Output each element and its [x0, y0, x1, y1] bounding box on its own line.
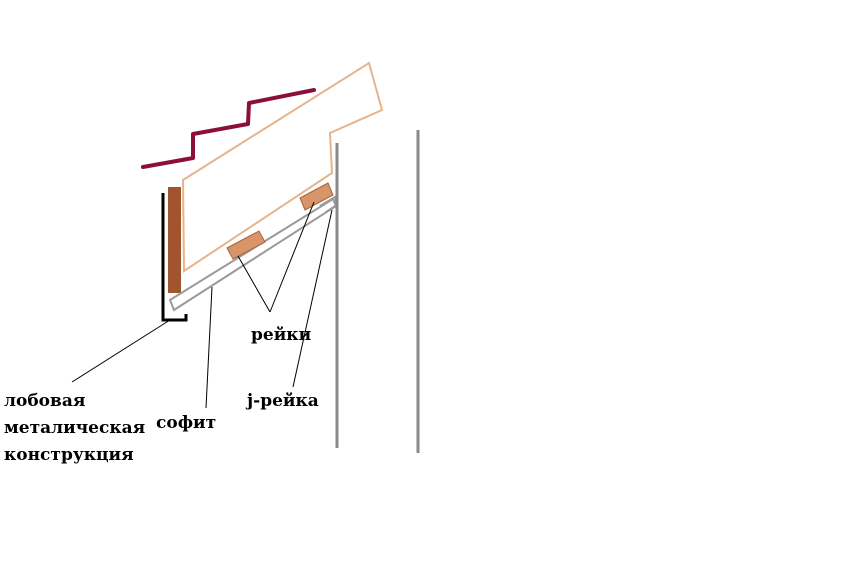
leader-reiki-lower [237, 255, 271, 313]
batten-lower [226, 230, 266, 260]
soffit-panel [168, 197, 338, 312]
batten-upper [299, 182, 334, 211]
front-metal-profile [161, 193, 188, 322]
rafter-outline [181, 61, 384, 273]
fascia-board [168, 187, 181, 293]
leader-reiki-upper [269, 201, 315, 313]
leader-front-metal [71, 319, 171, 383]
label-front-metal-line2: металическая [4, 418, 145, 438]
label-front-metal-line3: конструкция [4, 445, 134, 465]
leader-j-rail [292, 209, 333, 388]
label-j-rail: j-рейка [245, 391, 319, 411]
roof-covering-steps [141, 88, 316, 169]
label-front-metal-line1: лобовая [4, 391, 85, 411]
label-soffit: софит [156, 413, 216, 433]
leader-soffit [205, 286, 213, 409]
label-reiki: рейки [251, 325, 312, 345]
